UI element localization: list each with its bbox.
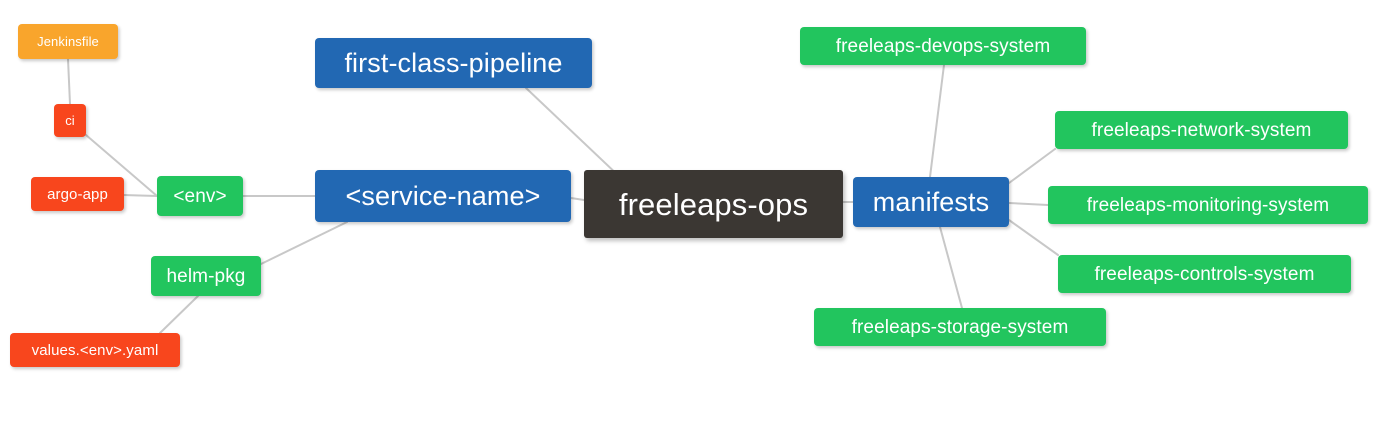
node-label: Jenkinsfile bbox=[37, 34, 99, 49]
node-label: freeleaps-devops-system bbox=[835, 35, 1051, 57]
node-freeleaps-devops-system[interactable]: freeleaps-devops-system bbox=[800, 27, 1086, 65]
edge-manifests-to-freeleaps-network-system bbox=[1008, 148, 1056, 184]
node-values-env-yaml[interactable]: values.<env>.yaml bbox=[10, 333, 180, 367]
node-argo-app[interactable]: argo-app bbox=[31, 177, 124, 211]
node-env[interactable]: <env> bbox=[157, 176, 243, 216]
edge-jenkinsfile-to-ci bbox=[67, 58, 71, 105]
edge-manifests-to-freeleaps-monitoring-system bbox=[1008, 202, 1049, 206]
node-label: argo-app bbox=[47, 185, 108, 203]
node-freeleaps-monitoring-system[interactable]: freeleaps-monitoring-system bbox=[1048, 186, 1368, 224]
edge-manifests-to-freeleaps-controls-system bbox=[1008, 219, 1059, 256]
edge-argo-app-to-env bbox=[123, 194, 158, 197]
edge-values-env-yaml-to-helm-pkg bbox=[159, 295, 199, 334]
edge-manifests-to-freeleaps-storage-system bbox=[939, 226, 963, 309]
node-helm-pkg[interactable]: helm-pkg bbox=[151, 256, 261, 296]
edge-manifests-to-freeleaps-devops-system bbox=[929, 64, 945, 178]
node-label: <env> bbox=[173, 185, 227, 207]
node-ci[interactable]: ci bbox=[54, 104, 86, 137]
node-label: freeleaps-monitoring-system bbox=[1086, 194, 1330, 216]
node-label: freeleaps-network-system bbox=[1091, 119, 1312, 141]
node-label: values.<env>.yaml bbox=[31, 341, 159, 359]
node-first-class-pipeline[interactable]: first-class-pipeline bbox=[315, 38, 592, 88]
node-freeleaps-ops[interactable]: freeleaps-ops bbox=[584, 170, 843, 238]
node-label: freeleaps-storage-system bbox=[851, 316, 1069, 338]
node-jenkinsfile[interactable]: Jenkinsfile bbox=[18, 24, 118, 59]
node-label: freeleaps-ops bbox=[618, 186, 809, 222]
node-manifests[interactable]: manifests bbox=[853, 177, 1009, 227]
node-label: helm-pkg bbox=[166, 265, 246, 287]
node-label: ci bbox=[65, 113, 75, 128]
node-freeleaps-storage-system[interactable]: freeleaps-storage-system bbox=[814, 308, 1106, 346]
node-label: freeleaps-controls-system bbox=[1094, 263, 1315, 285]
node-label: <service-name> bbox=[345, 180, 541, 211]
node-label: manifests bbox=[872, 186, 990, 217]
node-service-name[interactable]: <service-name> bbox=[315, 170, 571, 222]
node-label: first-class-pipeline bbox=[344, 47, 563, 78]
edge-helm-pkg-to-service-name bbox=[260, 221, 348, 265]
node-freeleaps-controls-system[interactable]: freeleaps-controls-system bbox=[1058, 255, 1351, 293]
node-freeleaps-network-system[interactable]: freeleaps-network-system bbox=[1055, 111, 1348, 149]
edge-service-name-to-freeleaps-ops bbox=[570, 197, 585, 201]
